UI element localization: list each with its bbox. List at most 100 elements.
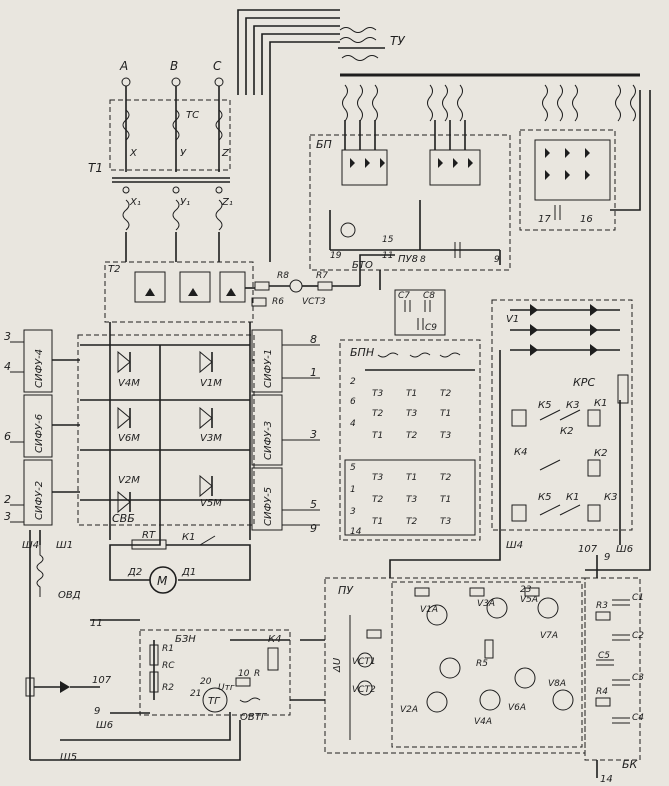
pu-v3a: V3A [477, 599, 495, 609]
bpn-row-4-c3: Т3 [440, 431, 451, 441]
bzn-tg: ТГ [208, 696, 221, 707]
pu-r5: R5 [476, 659, 488, 669]
wire-107a: 107 [92, 675, 112, 686]
bk-c1: С1 [632, 593, 644, 603]
t1-secondary-z1: Z₁ [221, 197, 233, 208]
shunt-sh6b: Ш6 [616, 544, 633, 555]
shunt-sh4b: Ш4 [506, 540, 523, 551]
phase-b-label: B [170, 59, 178, 73]
bp-block [309, 120, 511, 271]
motor-m: М [157, 574, 168, 588]
bzn-ovtg: ОВТГ [240, 712, 268, 723]
bpn-row-1-num: 1 [350, 485, 356, 495]
shunt-sh4: Ш4 [22, 540, 39, 551]
right-terminal-9: 9 [310, 522, 317, 535]
sifu-6: СИФУ-6 [34, 414, 45, 453]
sifu-2: СИФУ-2 [34, 481, 45, 520]
thyristor-v2m: V2M [118, 475, 140, 486]
bp-num-17: 17 [538, 214, 551, 225]
bpn-row-2-c2: Т1 [406, 389, 417, 399]
bpn-extra-14: 14 [350, 527, 362, 537]
cap-c7: С7 [398, 291, 410, 301]
bzn-r: R [254, 669, 260, 679]
bp-label: БП [316, 138, 332, 151]
sifu-4: СИФУ-4 [34, 349, 45, 388]
sifu-3: СИФУ-3 [263, 421, 274, 460]
bk-r3: R3 [596, 601, 608, 611]
bpn-row-5-c1: Т3 [372, 473, 383, 483]
bzn-rc: RС [162, 661, 175, 671]
bpn-row-4-c2: Т2 [406, 431, 417, 441]
bpn-row-3-c3: Т3 [440, 517, 451, 527]
bzn-k4: К4 [268, 634, 281, 645]
bk-block [584, 555, 641, 778]
bk-r4: R4 [596, 687, 608, 697]
t1-secondary-y1: У₁ [180, 197, 190, 208]
right-terminal-5: 5 [310, 498, 317, 511]
thyristor-v4m: V4M [118, 378, 140, 389]
left-terminal-6: 6 [4, 430, 11, 443]
tu-transformer [338, 27, 640, 77]
right-terminal-8: 8 [310, 333, 317, 346]
bzn-10: 10 [238, 669, 250, 679]
krs-label: КРС [573, 376, 595, 389]
shunt-sh1: Ш1 [56, 540, 73, 551]
bp2-block [519, 90, 641, 231]
vct3-label: VCT3 [302, 297, 326, 307]
bzn-r2: R2 [162, 683, 174, 693]
bp-num-15: 15 [382, 235, 394, 245]
shunt-sh5: Ш5 [60, 752, 77, 763]
pu-delta-u: ΔU [332, 657, 343, 673]
pu-vct2: VCT2 [352, 685, 376, 695]
krs-k1b: К1 [566, 492, 579, 503]
krs-k3: К3 [566, 400, 579, 411]
pu8-label: ПУ8 [398, 254, 418, 265]
thyristor-v1m: V1M [200, 378, 222, 389]
feedback-chain [245, 254, 395, 307]
bpn-row-1-c1: Т2 [372, 495, 383, 505]
labels: A B C ТУ ТС Т1 Т2 X У Z X₁ У₁ Z₁ R8 R7 R… [4, 34, 644, 785]
wire-11: 11 [90, 618, 103, 629]
bpn-block [339, 289, 481, 541]
motor-ovd: ОВД [58, 590, 81, 601]
bk-c5: С5 [598, 651, 610, 661]
bpn-row-5-c2: Т1 [406, 473, 417, 483]
left-terminal-2: 2 [4, 493, 11, 506]
bpn-row-3-c1: Т1 [372, 517, 383, 527]
bp-num-11: 11 [382, 251, 393, 261]
motor-rt: RТ [142, 530, 156, 541]
bpn-row-5-c3: Т2 [440, 473, 451, 483]
pu-v1a: V1A [420, 605, 438, 615]
bpn-row-6-num: 6 [350, 397, 356, 407]
right-terminal-1: 1 [310, 366, 317, 379]
pu-v2a: V2A [400, 705, 418, 715]
wire-107b: 107 [578, 544, 598, 555]
left-terminal-arrows [10, 341, 24, 523]
krs-v1: V1 [506, 314, 519, 325]
connecting-wires [269, 90, 651, 578]
bpn-row-2-c3: Т2 [440, 389, 451, 399]
phase-c-label: C [213, 59, 222, 73]
t1-primary-x: X [129, 148, 138, 159]
phase-a-label: A [119, 59, 128, 73]
bpn-row-2-c1: Т3 [372, 389, 383, 399]
tc-label: ТС [186, 110, 199, 121]
pu-v6a: V6A [508, 703, 526, 713]
bpn-row-6-c3: Т1 [440, 409, 451, 419]
t1-primary-z: Z [221, 148, 230, 159]
bpn-row-5-num: 5 [350, 463, 356, 473]
bk-c3: С3 [632, 673, 644, 683]
bp-num-8: 8 [420, 255, 426, 265]
thyristor-bridge [77, 334, 255, 526]
bzn-label: БЗН [175, 634, 196, 645]
bk-c2: С2 [632, 631, 644, 641]
t1-transformer [112, 177, 230, 262]
t1-label: Т1 [88, 161, 103, 175]
bpn-row-4-c1: Т1 [372, 431, 383, 441]
bpn-row-1-c2: Т3 [406, 495, 417, 505]
krs-k5b: К5 [538, 492, 551, 503]
wire-9: 9 [94, 706, 100, 717]
bp-num-19: 19 [330, 251, 342, 261]
krs-k4: К4 [514, 447, 527, 458]
